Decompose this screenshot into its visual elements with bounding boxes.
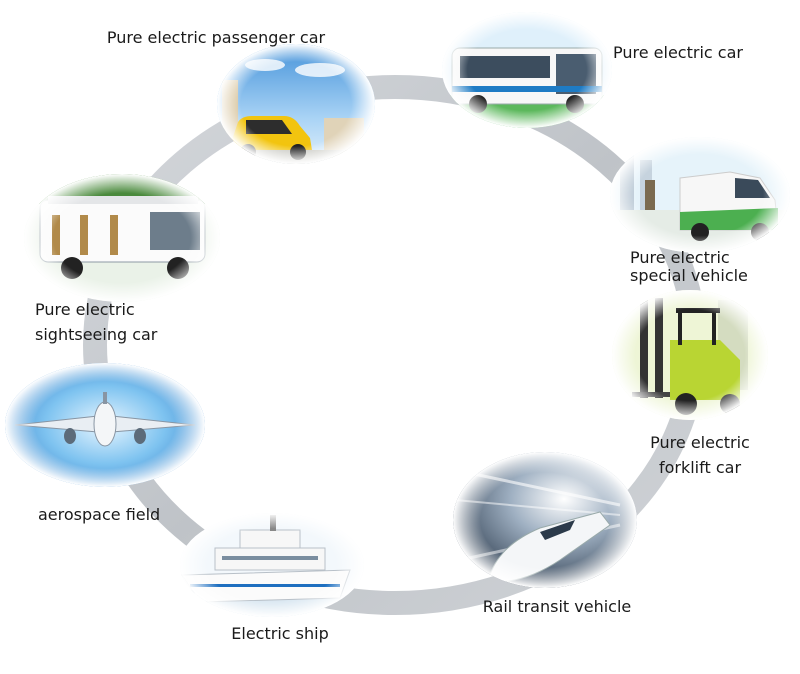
label-forklift-line1: Pure electric — [650, 433, 750, 452]
label-electric-car: Pure electric car — [613, 43, 743, 62]
label-aerospace: aerospace field — [38, 505, 161, 524]
label-sightseeing-line2: sightseeing car — [35, 325, 158, 344]
label-special-vehicle-line1: Pure electric — [630, 248, 730, 267]
label-electric-ship: Electric ship — [231, 624, 329, 643]
label-passenger-car: Pure electric passenger car — [106, 28, 326, 47]
label-rail-transit: Rail transit vehicle — [482, 597, 632, 616]
label-special-vehicle-line2: special vehicle — [630, 266, 748, 285]
label-sightseeing-line1: Pure electric — [35, 300, 135, 319]
label-forklift-line2: forklift car — [658, 458, 742, 477]
